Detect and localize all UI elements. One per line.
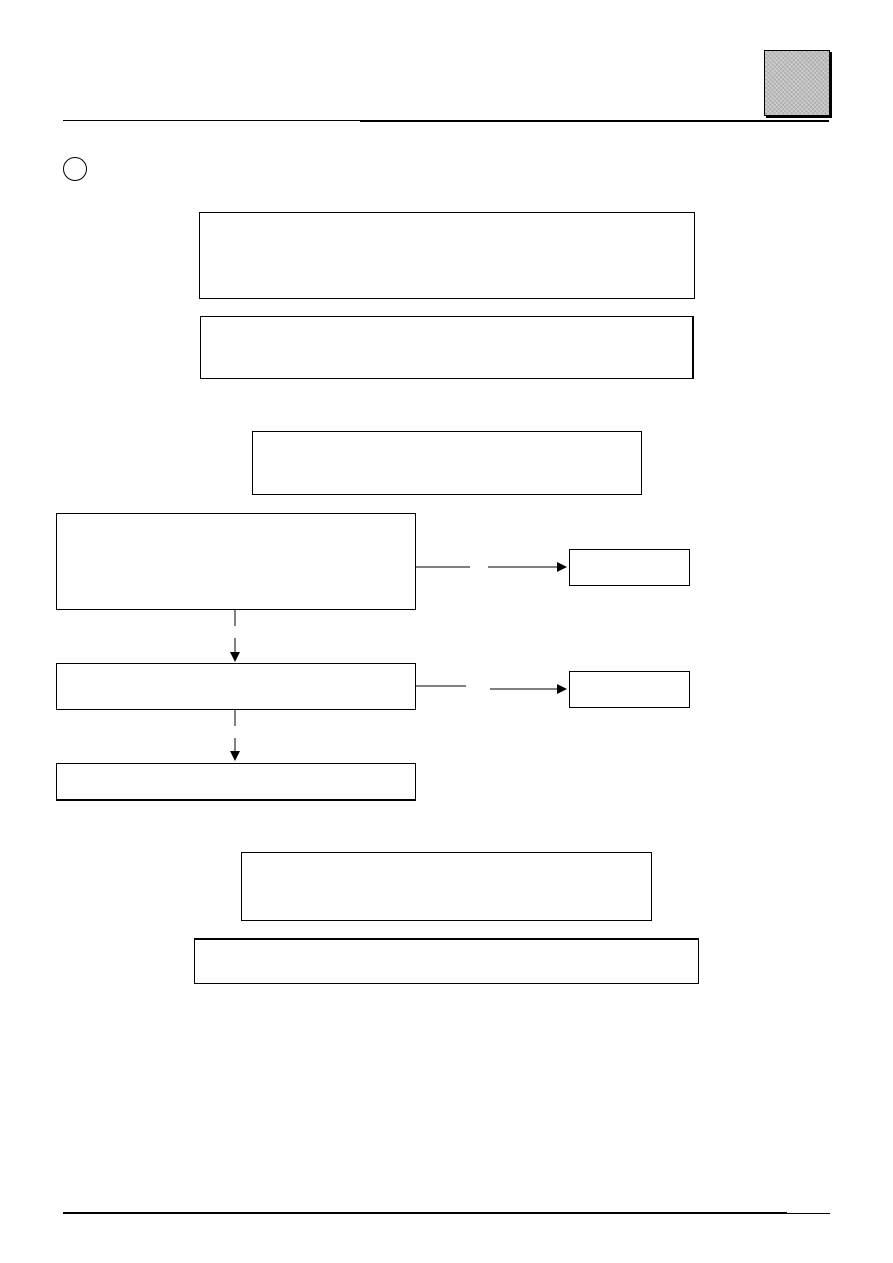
decision-box-2: [56, 663, 416, 710]
header-rule-thin: [63, 120, 363, 121]
section-tab-marker: [764, 50, 830, 116]
conclusion-box-1: [241, 852, 652, 921]
intro-box-1: [199, 212, 695, 299]
footer-rule-thin: [787, 1213, 830, 1214]
decision-box-1: [56, 513, 416, 610]
outcome-box-2: [569, 671, 690, 708]
conclusion-box-2: [194, 938, 699, 984]
section-marker-label: [63, 160, 87, 178]
section-circle-marker: [63, 157, 87, 181]
intro-box-2: [200, 316, 694, 379]
footer-page-number: [730, 1220, 830, 1238]
header-rule-thick: [360, 120, 829, 122]
footer-rule-thick: [63, 1212, 787, 1214]
outcome-box-1: [569, 549, 690, 586]
step-box-1: [252, 431, 642, 495]
result-box: [56, 763, 416, 801]
header-title: [64, 95, 664, 115]
